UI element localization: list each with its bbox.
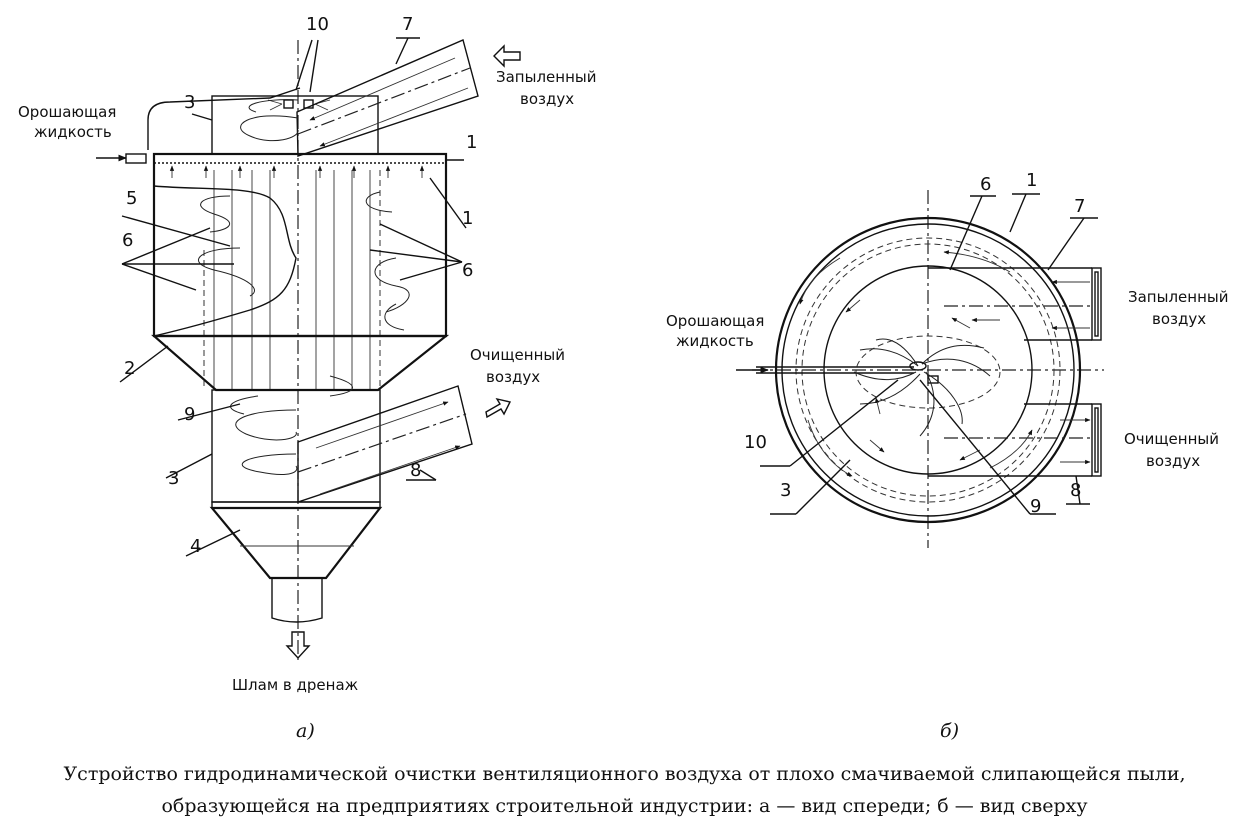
top-number-8: 8 — [1070, 480, 1081, 501]
nozzle-10-left — [283, 99, 294, 109]
top-nozzle-b — [927, 375, 939, 384]
top-number-9: 9 — [1030, 496, 1041, 517]
caption-line-2: образующейся на предприятиях строительно… — [161, 795, 1088, 817]
outlet-pipe-8 — [297, 385, 473, 503]
top-irrigation-label-1: Орошающая — [666, 312, 764, 330]
front-number-1-a: 1 — [466, 132, 477, 153]
hopper-4 — [209, 506, 383, 580]
front-number-6-left: 6 — [122, 230, 133, 251]
front-number-6-right: 6 — [462, 260, 473, 281]
lower-pipe-3 — [211, 389, 381, 503]
top-number-1: 1 — [1026, 170, 1037, 191]
liquid-supply-line — [147, 87, 301, 150]
top-number-10: 10 — [744, 432, 767, 453]
front-number-7: 7 — [402, 14, 413, 35]
front-dusty-air-label-1: Запыленный — [496, 68, 596, 86]
top-pipe-3 — [211, 95, 379, 155]
dusty-air-arrow — [493, 44, 521, 68]
top-view-sublabel: б) — [940, 720, 960, 742]
front-number-1-b: 1 — [462, 208, 473, 229]
front-sludge-label: Шлам в дренаж — [232, 676, 358, 694]
front-clean-air-label-2: воздух — [486, 368, 540, 386]
top-number-6: 6 — [980, 174, 991, 195]
top-clean-air-label-2: воздух — [1146, 452, 1200, 470]
outer-shell-1 — [774, 216, 1082, 524]
front-number-4: 4 — [190, 536, 201, 557]
caption-line-1: Устройство гидродинамической очистки вен… — [63, 763, 1186, 785]
front-number-2: 2 — [124, 358, 135, 379]
front-number-3-bottom: 3 — [168, 468, 179, 489]
nozzle-10-right — [303, 99, 314, 109]
front-irrigation-label-1: Орошающая — [18, 103, 116, 121]
clean-air-arrow — [485, 397, 512, 419]
front-irrigation-label-2: жидкость — [34, 123, 112, 141]
top-dusty-air-label-1: Запыленный — [1128, 288, 1228, 306]
front-dusty-air-label-2: воздух — [520, 90, 574, 108]
top-clean-air-label-1: Очищенный — [1124, 430, 1219, 448]
front-number-9: 9 — [184, 404, 195, 425]
front-number-10: 10 — [306, 14, 329, 35]
inner-pipe-3 — [823, 265, 1033, 475]
top-number-3: 3 — [780, 480, 791, 501]
top-dusty-air-label-2: воздух — [1152, 310, 1206, 328]
front-number-3-top: 3 — [184, 92, 195, 113]
inlet-pipe-7 — [296, 39, 479, 157]
top-irrigation-label-2: жидкость — [676, 332, 754, 350]
front-view-sublabel: а) — [296, 720, 315, 742]
front-number-5: 5 — [126, 188, 137, 209]
drain-pipe — [271, 578, 323, 623]
body-1 — [152, 152, 448, 338]
cone-2 — [151, 334, 450, 392]
spiral-plate-5 — [153, 185, 297, 337]
liquid-inlet-tube — [125, 153, 147, 164]
front-number-8: 8 — [410, 460, 421, 481]
front-view: Орошающая жидкость Запыленный воздух Очи… — [18, 14, 596, 694]
top-number-7: 7 — [1074, 196, 1085, 217]
front-clean-air-label-1: Очищенный — [470, 346, 565, 364]
top-view: Орошающая жидкость Запыленный воздух Очи… — [666, 170, 1228, 548]
top-nozzle-a — [909, 361, 927, 371]
sludge-arrow — [285, 631, 311, 660]
